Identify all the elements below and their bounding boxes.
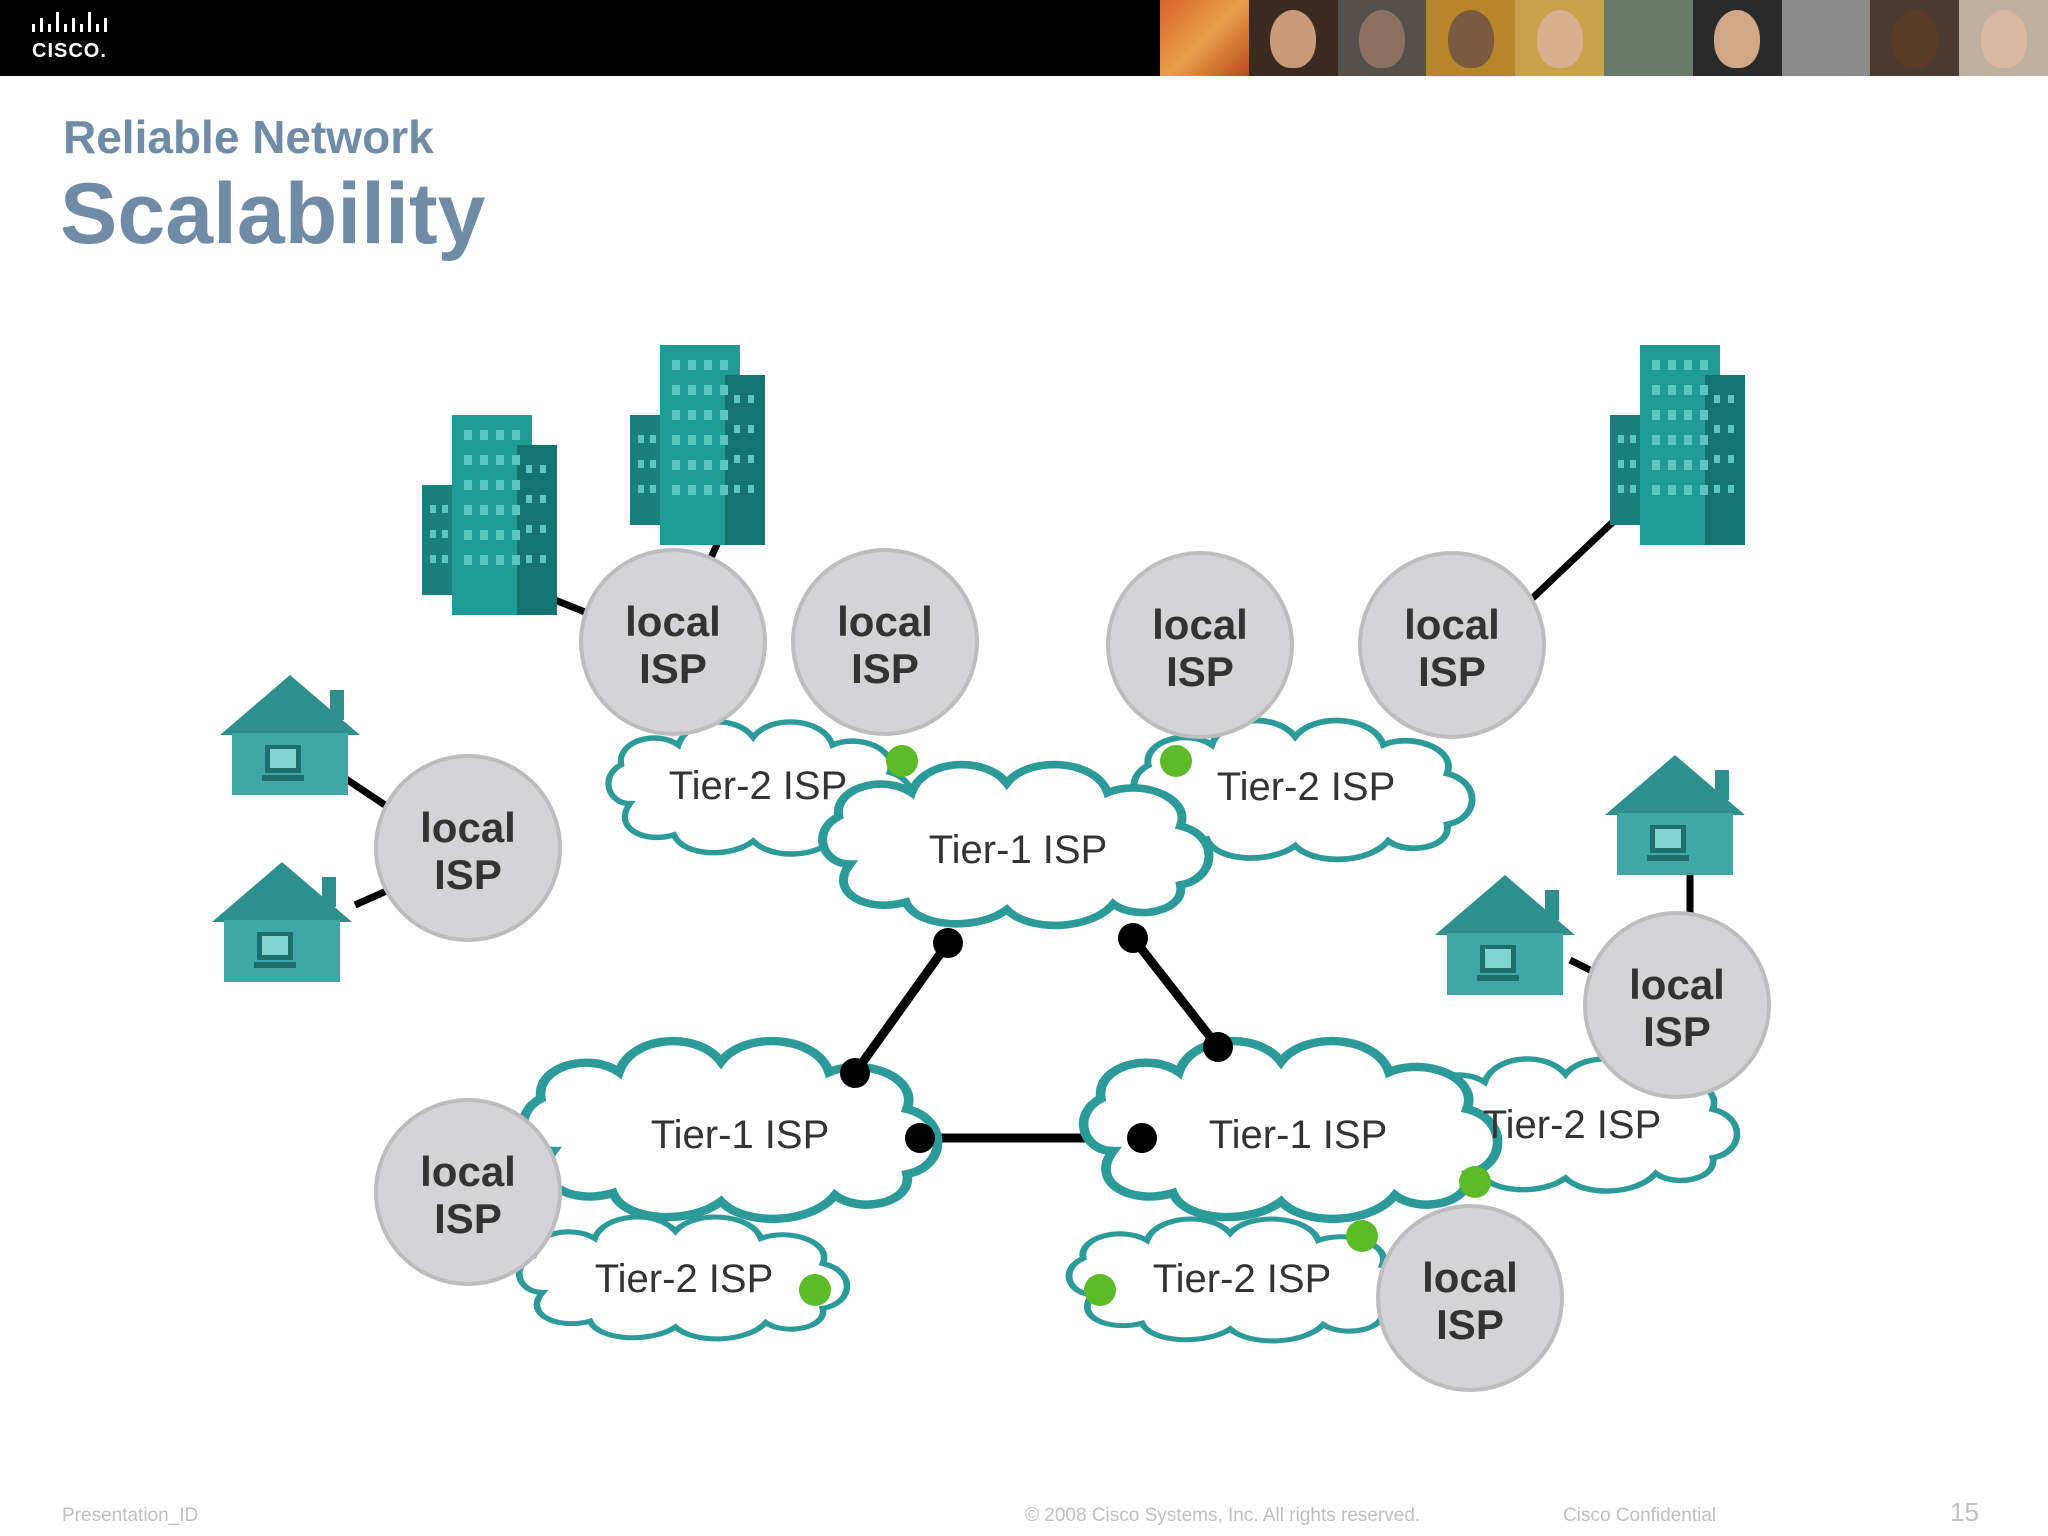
local-isp-label: ISP [1166,648,1234,695]
top-bar: CISCO. [0,0,2048,76]
tier1-label: Tier-1 ISP [651,1113,830,1157]
building-icon [422,415,557,615]
photo-tile [1959,0,2048,76]
tier1-label: Tier-1 ISP [929,828,1108,872]
photo-tile [1426,0,1516,76]
house-icon [1435,875,1575,995]
building-icon [630,345,765,545]
local-isp-label: local [420,804,516,851]
local-isp-label: local [1629,961,1725,1008]
house-icon [212,862,352,982]
local-isp-node: local ISP [791,548,979,736]
local-isp-node: local ISP [579,548,767,736]
house-icon [1605,755,1745,875]
local-isp-label: ISP [639,645,707,692]
photo-tile [1870,0,1960,76]
peering-connectors [799,745,1491,1306]
slide-title: Scalability [60,166,486,262]
cisco-logo-bars-icon [32,12,107,32]
photo-tile [1337,0,1427,76]
local-isp-nodes: local ISP local ISP local ISP local ISP … [374,548,1771,1392]
local-isp-label: local [1422,1254,1518,1301]
local-isp-node: local ISP [374,754,562,942]
local-isp-node: local ISP [1106,551,1294,739]
footer-confidential: Cisco Confidential [1563,1505,1717,1526]
tier1-label: Tier-1 ISP [1209,1113,1388,1157]
tier2-label: Tier-2 ISP [1153,1257,1332,1301]
header-photo-strip [1160,0,2048,76]
slide-subtitle: Reliable Network [63,111,434,163]
local-isp-label: local [1404,601,1500,648]
local-isp-node: local ISP [374,1098,562,1286]
local-isp-label: ISP [851,645,919,692]
photo-tile [1248,0,1338,76]
tier2-label: Tier-2 ISP [669,764,848,808]
house-icon [220,675,360,795]
local-isp-label: local [837,598,933,645]
photo-tile [1603,0,1693,76]
photo-tile [1692,0,1782,76]
local-isp-node: local ISP [1376,1204,1564,1392]
local-isp-label: local [625,598,721,645]
local-isp-label: ISP [1418,648,1486,695]
local-isp-label: ISP [434,1195,502,1242]
building-icon [1610,345,1745,545]
footer-copyright: © 2008 Cisco Systems, Inc. All rights re… [1025,1505,1421,1526]
page-number: 15 [1950,1497,1979,1527]
tier1-link-endpoints [840,923,1233,1153]
footer-presentation-id: Presentation_ID [62,1505,199,1526]
local-isp-node: local ISP [1358,551,1546,739]
local-isp-label: ISP [434,851,502,898]
tier2-label: Tier-2 ISP [595,1257,774,1301]
cisco-logo: CISCO. [28,12,118,62]
photo-tile [1515,0,1604,76]
cisco-logo-text: CISCO. [32,40,107,62]
local-isp-label: ISP [1643,1008,1711,1055]
tier2-label: Tier-2 ISP [1217,765,1396,809]
tier2-label: Tier-2 ISP [1483,1103,1662,1147]
photo-tile [1160,0,1249,76]
local-isp-label: local [420,1148,516,1195]
photo-tile [1781,0,1871,76]
local-isp-label: local [1152,601,1248,648]
local-isp-node: local ISP [1583,911,1771,1099]
local-isp-label: ISP [1436,1301,1504,1348]
